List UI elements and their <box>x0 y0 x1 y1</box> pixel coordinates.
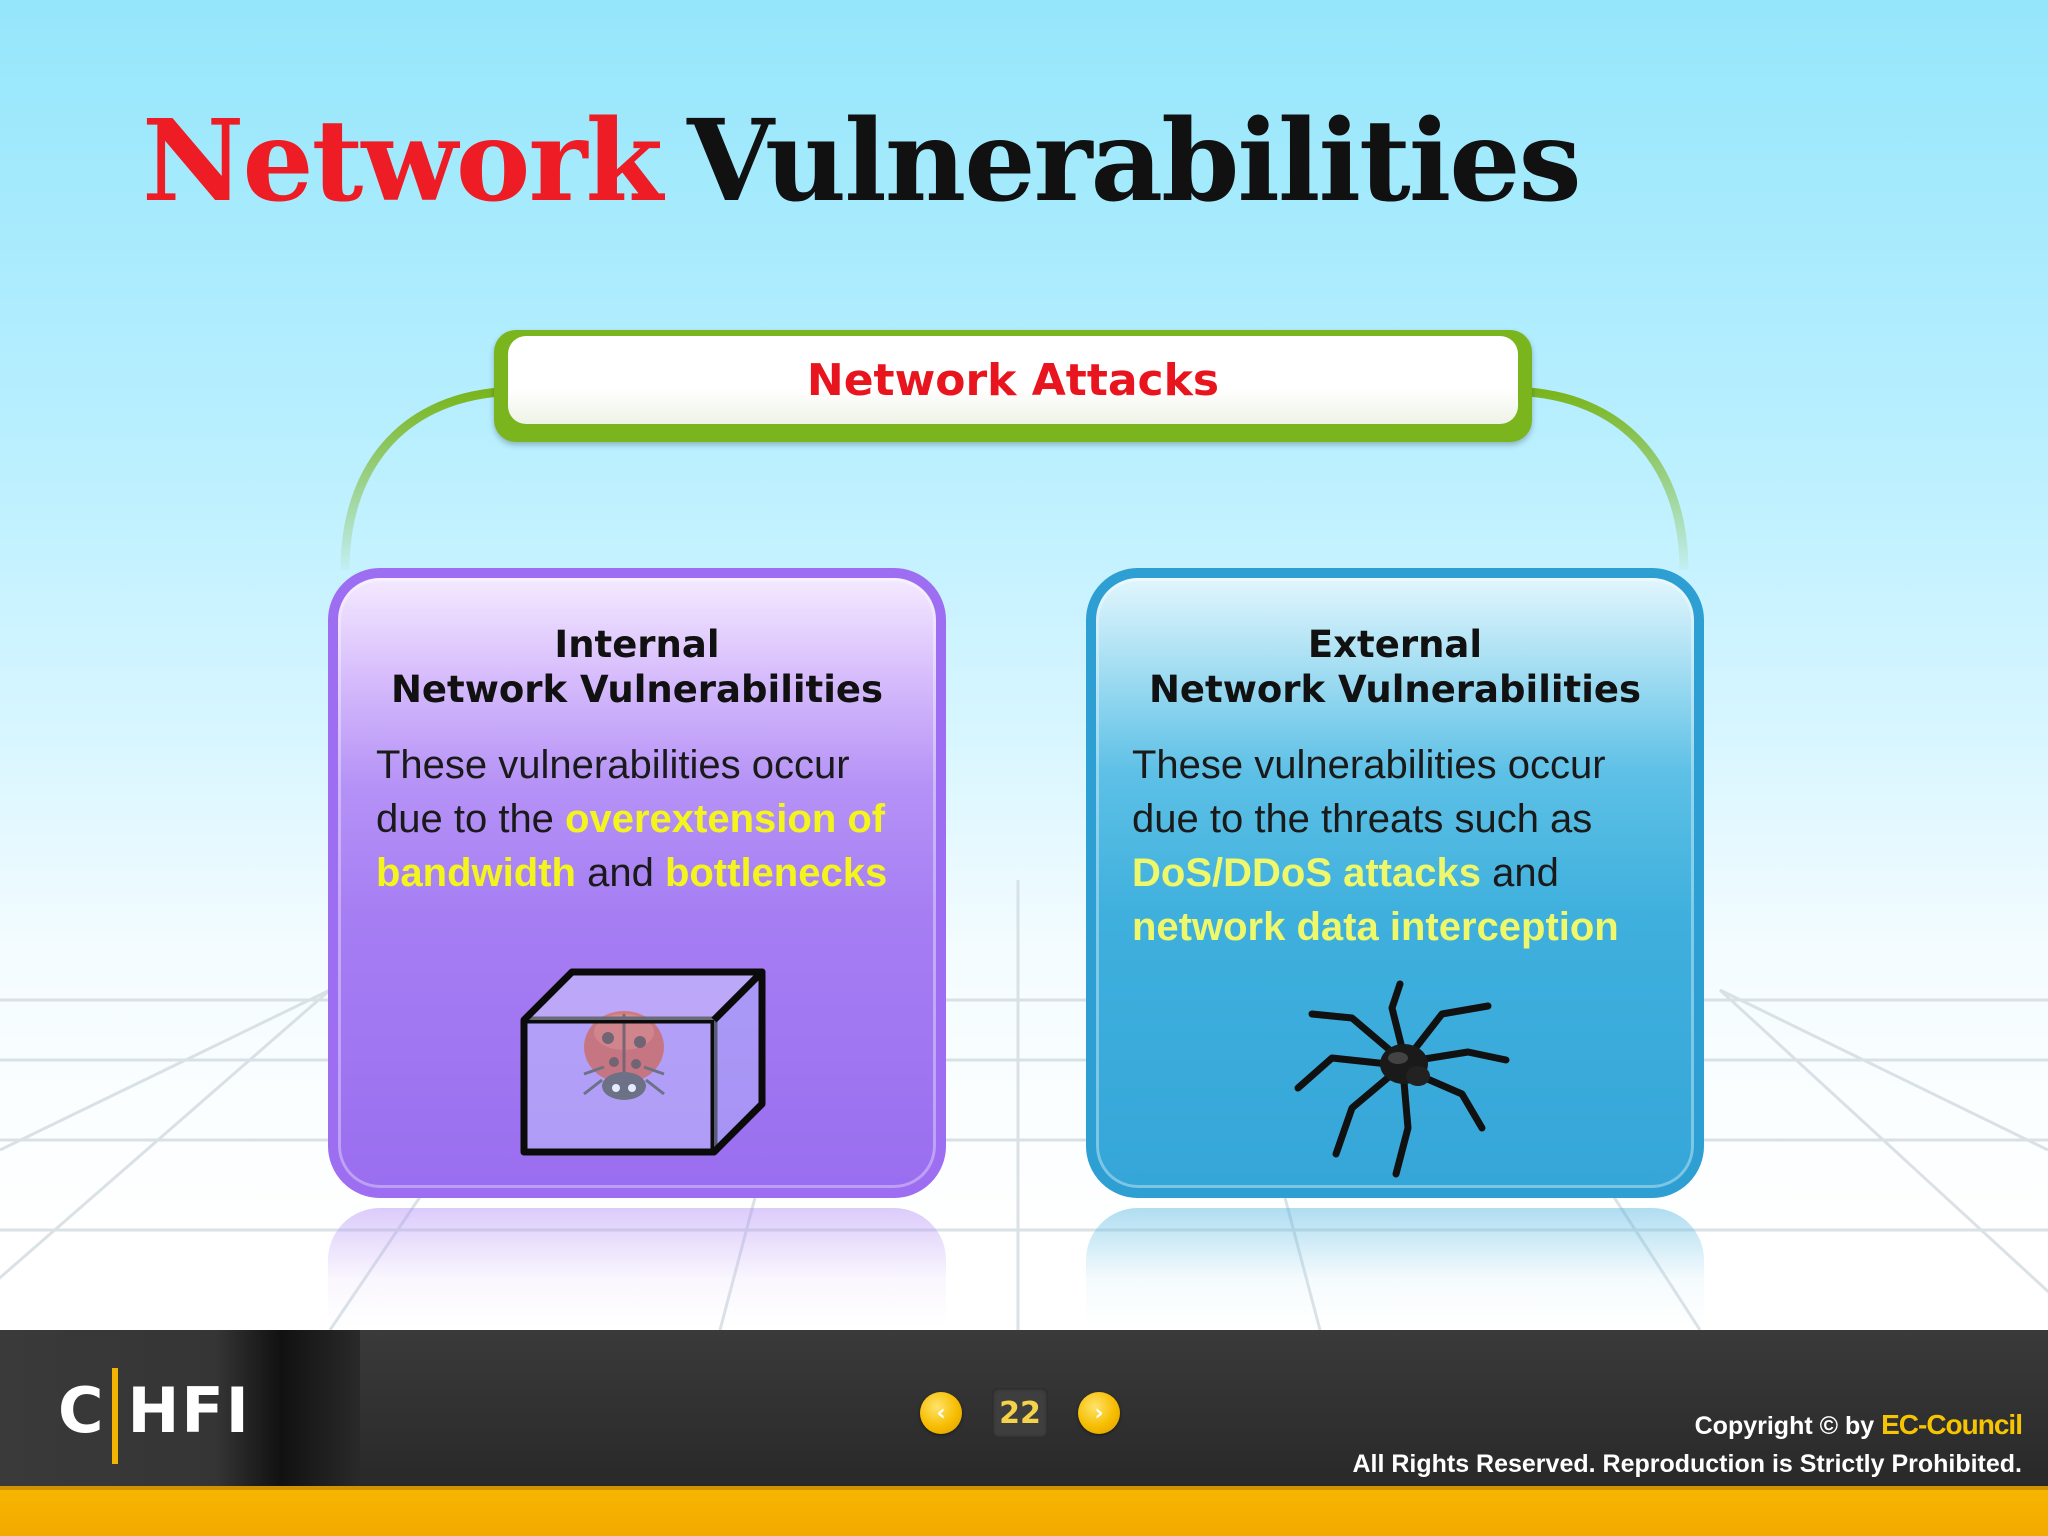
internal-card-heading-line1: Internal <box>554 623 720 666</box>
external-vulnerabilities-card: External Network Vulnerabilities These v… <box>1086 568 1704 1198</box>
chfi-logo: C HFI <box>58 1362 251 1464</box>
internal-body-text-b: and <box>575 851 665 895</box>
box-icon <box>520 968 766 1156</box>
arc-right <box>1527 387 1689 571</box>
external-highlight-dos: DoS/DDoS attacks <box>1132 851 1481 895</box>
title-word-network: Network <box>142 96 663 227</box>
network-attacks-header: Network Attacks <box>494 330 1532 442</box>
spider-icon <box>1294 980 1510 1178</box>
footer-bar: C HFI ‹ 22 › Copyright © by EC-Council A… <box>0 1330 2048 1536</box>
network-attacks-label: Network Attacks <box>806 354 1220 406</box>
logo-area: C HFI <box>0 1330 360 1490</box>
next-slide-button[interactable]: › <box>1078 1392 1120 1434</box>
external-card-heading-line2: Network Vulnerabilities <box>1148 668 1642 712</box>
copyright-prefix: Copyright © by <box>1694 1412 1882 1440</box>
internal-body-text-a: These vulnerabilities occur due to the <box>376 743 850 841</box>
title-word-vulnerabilities: Vulnerabilities <box>687 96 1582 227</box>
slide-pager: ‹ 22 › <box>920 1388 1120 1438</box>
footer-stripe-edge <box>0 1486 2048 1490</box>
logo-letters-hfi: HFI <box>127 1373 251 1447</box>
external-body-text-b: and <box>1480 851 1559 895</box>
footer-gold-stripe <box>0 1490 2048 1536</box>
chevron-right-icon: › <box>1094 1400 1104 1426</box>
internal-card-heading-line2: Network Vulnerabilities <box>390 668 884 712</box>
ladybug-icon <box>583 1011 665 1100</box>
copyright-notice: Copyright © by EC-Council All Rights Res… <box>1352 1406 2023 1483</box>
internal-card-body: These vulnerabilities occur due to the o… <box>376 738 906 900</box>
external-card-reflection <box>1086 1208 1704 1328</box>
ladybug-in-box-icon <box>520 968 766 1156</box>
internal-highlight-bandwidth: overextension of bandwidth <box>376 797 886 895</box>
arc-left <box>340 387 501 571</box>
external-card-heading-line1: External <box>1307 623 1483 666</box>
internal-card-reflection <box>328 1208 946 1328</box>
external-card-body: These vulnerabilities occur due to the t… <box>1132 738 1664 954</box>
rights-line: All Rights Reserved. Reproduction is Str… <box>1352 1450 2022 1478</box>
external-body-text-a: These vulnerabilities occur due to the t… <box>1132 743 1606 841</box>
page-number: 22 <box>992 1388 1048 1438</box>
internal-vulnerabilities-card: Internal Network Vulnerabilities These v… <box>328 568 946 1198</box>
prev-slide-button[interactable]: ‹ <box>920 1392 962 1434</box>
chevron-left-icon: ‹ <box>936 1400 946 1426</box>
internal-card-heading: Internal Network Vulnerabilities <box>338 622 936 712</box>
network-attacks-header-inner: Network Attacks <box>508 336 1518 424</box>
ec-council-brand: EC-Council <box>1881 1409 2023 1440</box>
logo-letter-c: C <box>58 1373 106 1447</box>
external-highlight-interception: network data interception <box>1132 905 1619 949</box>
internal-highlight-bottlenecks: bottlenecks <box>664 851 888 895</box>
copyright-line: Copyright © by EC-Council <box>1352 1406 2023 1445</box>
logo-divider <box>111 1368 118 1464</box>
external-card-heading: External Network Vulnerabilities <box>1096 622 1694 712</box>
connector-arcs <box>340 387 1689 571</box>
